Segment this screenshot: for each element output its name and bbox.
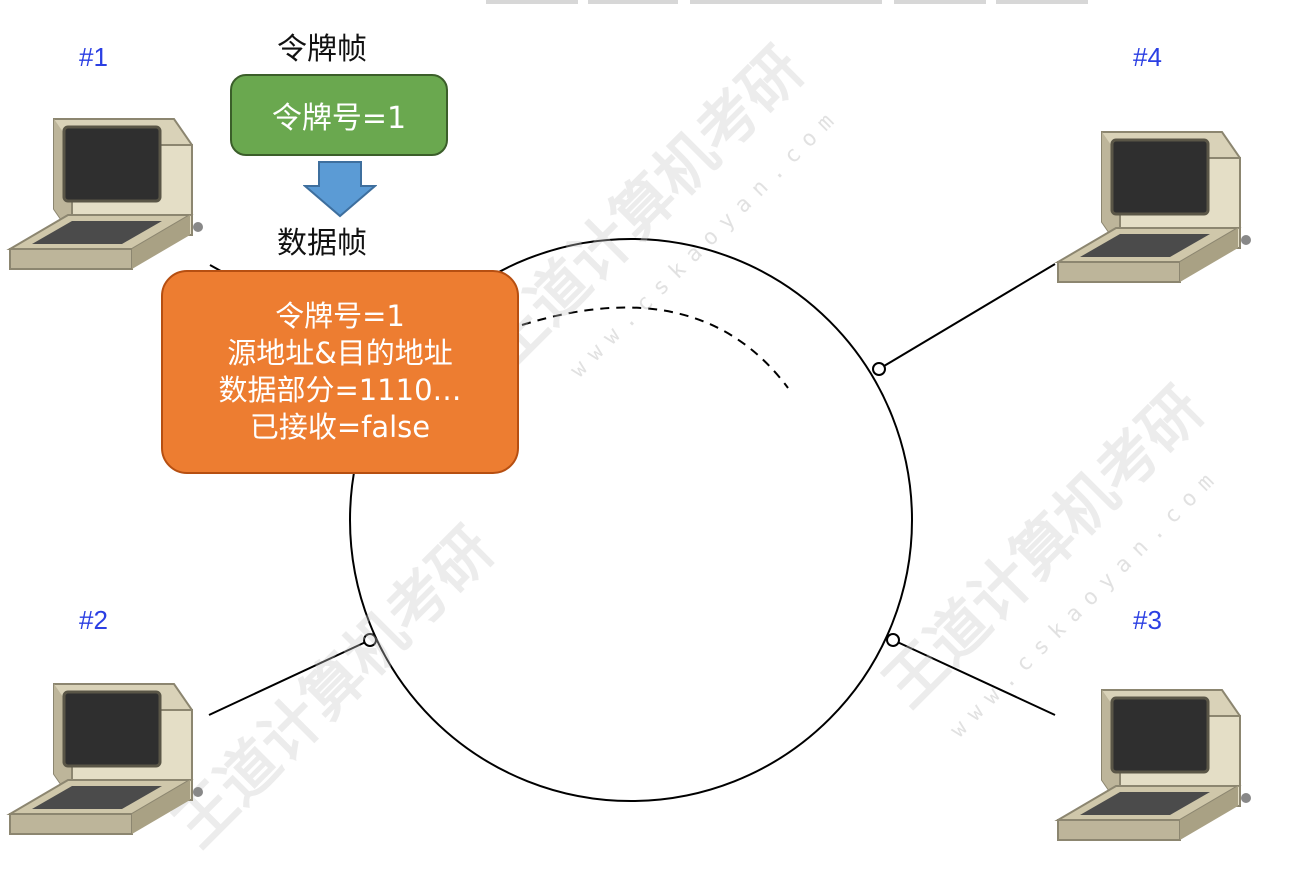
port-node-2	[363, 633, 377, 647]
port-node-4	[872, 362, 886, 376]
retro-computer-icon	[1054, 689, 1251, 841]
node-label-3: #3	[1133, 605, 1162, 635]
top-bar-fragment	[996, 0, 1088, 4]
top-bar-fragment	[588, 0, 678, 4]
node-label-2: #2	[79, 605, 108, 635]
data-frame-line: 数据部分=1110…	[218, 373, 462, 407]
token-frame-text: 令牌号=1	[271, 101, 407, 136]
data-frame-line: 令牌号=1	[275, 299, 405, 333]
data-frame-line: 源地址&目的地址	[227, 336, 453, 370]
ring-circle	[349, 238, 913, 802]
token-frame-box: 令牌号=1	[230, 74, 448, 156]
top-bar-fragment	[894, 0, 986, 4]
port-node-3	[886, 633, 900, 647]
node-label-1: #1	[79, 42, 108, 72]
top-bar-fragment	[690, 0, 882, 4]
retro-computer-icon	[6, 118, 203, 270]
link-node-2	[208, 639, 371, 716]
retro-computer-icon	[1054, 131, 1251, 283]
data-frame-caption: 数据帧	[277, 226, 367, 261]
top-bar-fragment	[486, 0, 578, 4]
link-node-4	[878, 263, 1056, 370]
token-travel-dashed-arc	[521, 306, 789, 389]
node-label-4: #4	[1133, 42, 1162, 72]
data-frame-box: 令牌号=1 源地址&目的地址 数据部分=1110… 已接收=false	[161, 270, 519, 474]
data-frame-line: 已接收=false	[249, 410, 431, 444]
token-frame-caption: 令牌帧	[277, 32, 367, 67]
retro-computer-icon	[6, 683, 203, 835]
link-node-3	[892, 639, 1056, 716]
down-arrow-icon	[303, 161, 377, 218]
